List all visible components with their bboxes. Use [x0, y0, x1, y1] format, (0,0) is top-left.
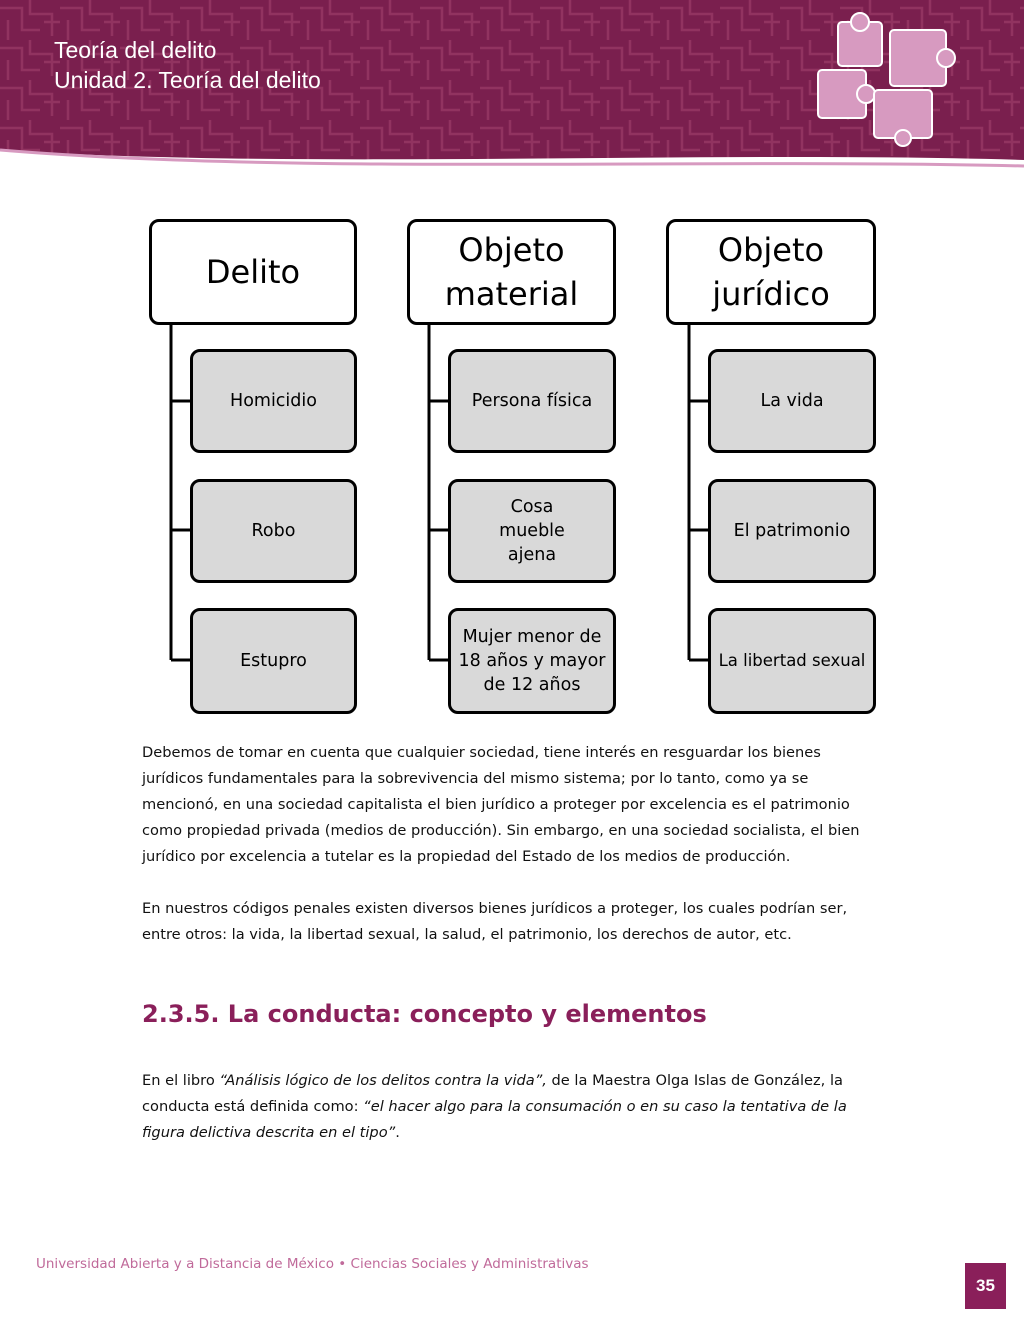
diagram-item-el-patrimonio: El patrimonio — [708, 479, 876, 583]
paragraph-bienes-juridicos: Debemos de tomar en cuenta que cualquier… — [142, 744, 860, 865]
header-banner: Teoría del delito Unidad 2. Teoría del d… — [0, 0, 1024, 185]
diagram-item-la-vida: La vida — [708, 349, 876, 453]
diagram-connectors — [169, 322, 709, 662]
diagram-item-homicidio: Homicidio — [190, 349, 357, 453]
diagram-item-mujer-menor: Mujer menor de 18 años y mayor de 12 año… — [448, 608, 616, 714]
diagram-item-estupro: Estupro — [190, 608, 357, 714]
diagram-header-delito: Delito — [149, 219, 357, 325]
header-background — [0, 0, 1024, 185]
diagram-header-objeto-material: Objeto material — [407, 219, 616, 325]
diagram-item-persona-fisica: Persona física — [448, 349, 616, 453]
diagram-item-libertad-sexual: La libertad sexual — [708, 608, 876, 714]
puzzle-icon — [817, 12, 956, 147]
diagram-item-cosa-mueble: Cosa mueble ajena — [448, 479, 616, 583]
conducta-text-2: de la Maestra Olga Islas de González, la… — [142, 1072, 843, 1115]
conducta-text-1: En el libro — [142, 1072, 220, 1089]
paragraph-conducta: En el libro “Análisis lógico de los deli… — [142, 1068, 882, 1146]
diagram-item-robo: Robo — [190, 479, 357, 583]
paragraph-codigos-penales: En nuestros códigos penales existen dive… — [142, 900, 848, 943]
unit-title: Unidad 2. Teoría del delito — [54, 67, 321, 93]
conducta-text-3: . — [395, 1124, 400, 1141]
section-heading: 2.3.5. La conducta: concepto y elementos — [142, 1000, 707, 1028]
footer-institution: Universidad Abierta y a Distancia de Méx… — [36, 1256, 589, 1272]
course-title: Teoría del delito — [54, 37, 217, 63]
diagram-header-objeto-juridico: Objeto jurídico — [666, 219, 876, 325]
book-title: “Análisis lógico de los delitos contra l… — [219, 1072, 547, 1089]
page-number: 35 — [965, 1263, 1006, 1309]
conducta-definition: “el hacer algo para la consumación o en … — [142, 1098, 847, 1141]
